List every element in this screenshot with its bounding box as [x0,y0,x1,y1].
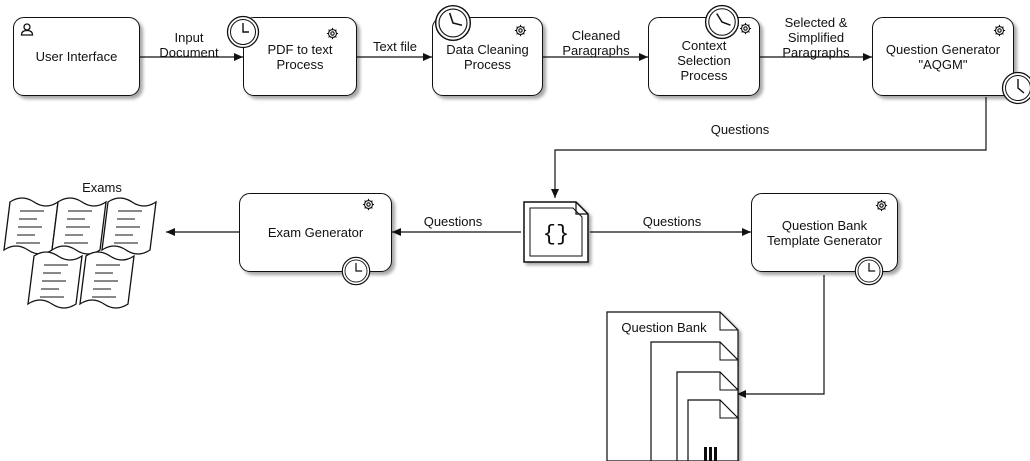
edge-label-questions-right: Questions [642,214,702,229]
clock-icon [854,256,884,286]
exams-scrolls [3,197,157,309]
json-file-icon: {} [523,201,589,263]
scroll-icon [51,197,107,255]
clock-icon [704,4,740,40]
exam-generator-label: Exam Generator [267,225,364,240]
scroll-icon [79,251,135,309]
exams-label: Exams [82,180,122,195]
clock-icon [226,15,260,49]
user-icon [20,23,34,36]
json-braces-label: {} [543,222,569,247]
question-generator-label: Question Generator "AQGM" [885,41,1001,72]
data-cleaning-label: Data Cleaning Process [446,41,529,72]
clock-icon [434,4,472,42]
document-icon [687,399,739,461]
edge-label-selected-simplified: Selected & Simplified Paragraphs [782,15,850,60]
gear-icon [362,198,375,211]
scroll-icon [101,197,157,255]
gear-icon [993,24,1006,37]
user-interface-label: User Interface [35,49,118,64]
scroll-icon [3,197,59,255]
pdf-to-text-label: PDF to text Process [267,41,333,72]
gear-icon [326,27,339,40]
pdf-to-text-box[interactable]: PDF to text Process [243,17,357,96]
edge-questions-down [551,97,987,198]
edge-label-cleaned-paragraphs: Cleaned Paragraphs [562,28,630,58]
scroll-icon [27,251,83,309]
gear-icon [514,24,527,37]
gear-icon [875,199,888,212]
edge-label-questions-left: Questions [423,214,483,229]
exam-generator-box[interactable]: Exam Generator [239,193,392,272]
question-bank-label: Question Bank [621,320,707,335]
edge-to-question-bank [737,275,825,398]
user-interface-box[interactable]: User Interface [13,17,140,96]
gear-icon [739,22,752,35]
question-bank-stack [606,311,739,461]
edge-label-questions-down: Questions [710,122,770,137]
clock-icon [1001,71,1030,105]
question-generator-box[interactable]: Question Generator "AQGM" [872,17,1014,96]
context-selection-label: Context Selection Process [677,38,731,83]
edge-label-text-file: Text file [372,39,418,54]
clock-icon [341,256,371,286]
qb-template-generator-label: Question Bank Template Generator [767,217,882,248]
edge-label-input-document: Input Document [159,30,219,60]
